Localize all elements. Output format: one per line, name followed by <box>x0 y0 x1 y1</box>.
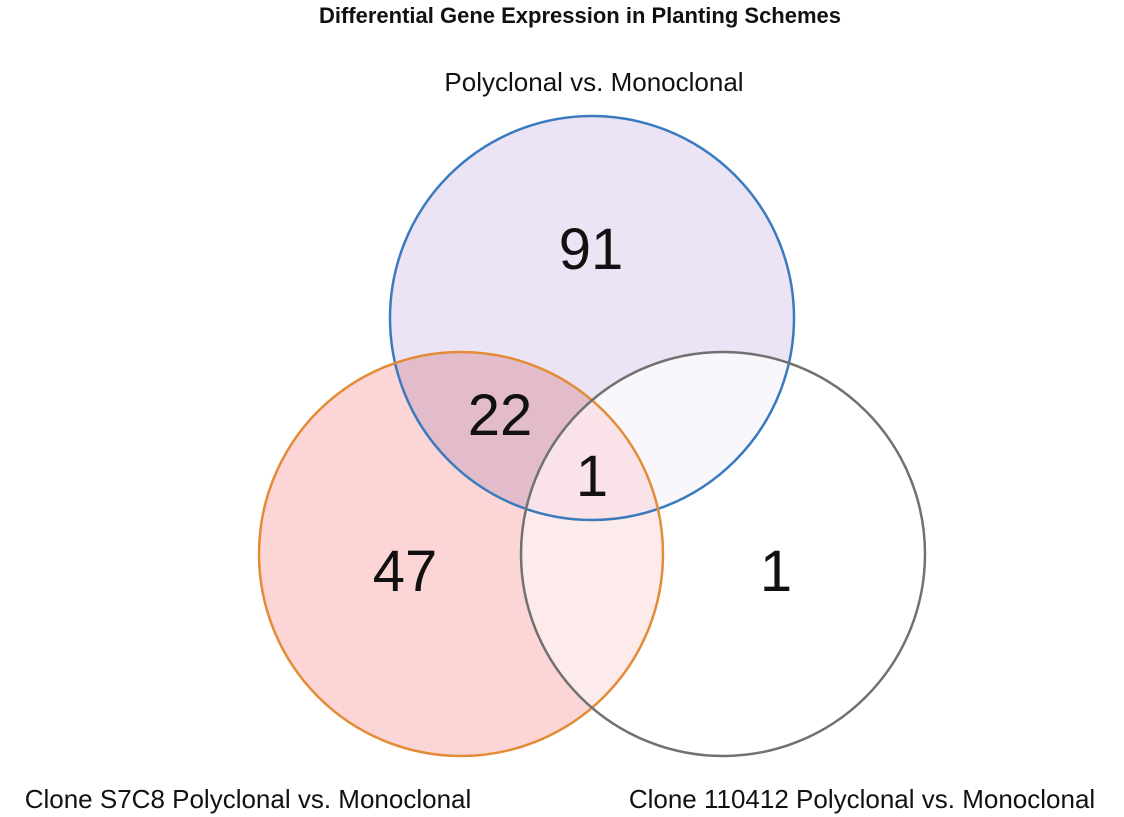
set-outline-s7c8 <box>257 350 665 758</box>
set-label-s7c8: Clone S7C8 Polyclonal vs. Monoclonal <box>25 784 472 814</box>
overlap-all-three <box>521 352 663 520</box>
count-poly-mono-only: 91 <box>559 217 624 282</box>
set-outline-poly-mono <box>388 114 796 522</box>
count-s7c8-only: 47 <box>373 539 438 604</box>
set-label-c110412: Clone 110412 Polyclonal vs. Monoclonal <box>629 784 1095 814</box>
count-c110412-only: 1 <box>760 539 792 604</box>
diagram-title: Differential Gene Expression in Planting… <box>319 3 841 28</box>
count-poly-mono-and-s7c8: 22 <box>468 383 533 448</box>
count-all-three: 1 <box>576 444 608 509</box>
set-outline-c110412 <box>519 350 927 758</box>
set-label-poly-mono: Polyclonal vs. Monoclonal <box>444 67 743 97</box>
